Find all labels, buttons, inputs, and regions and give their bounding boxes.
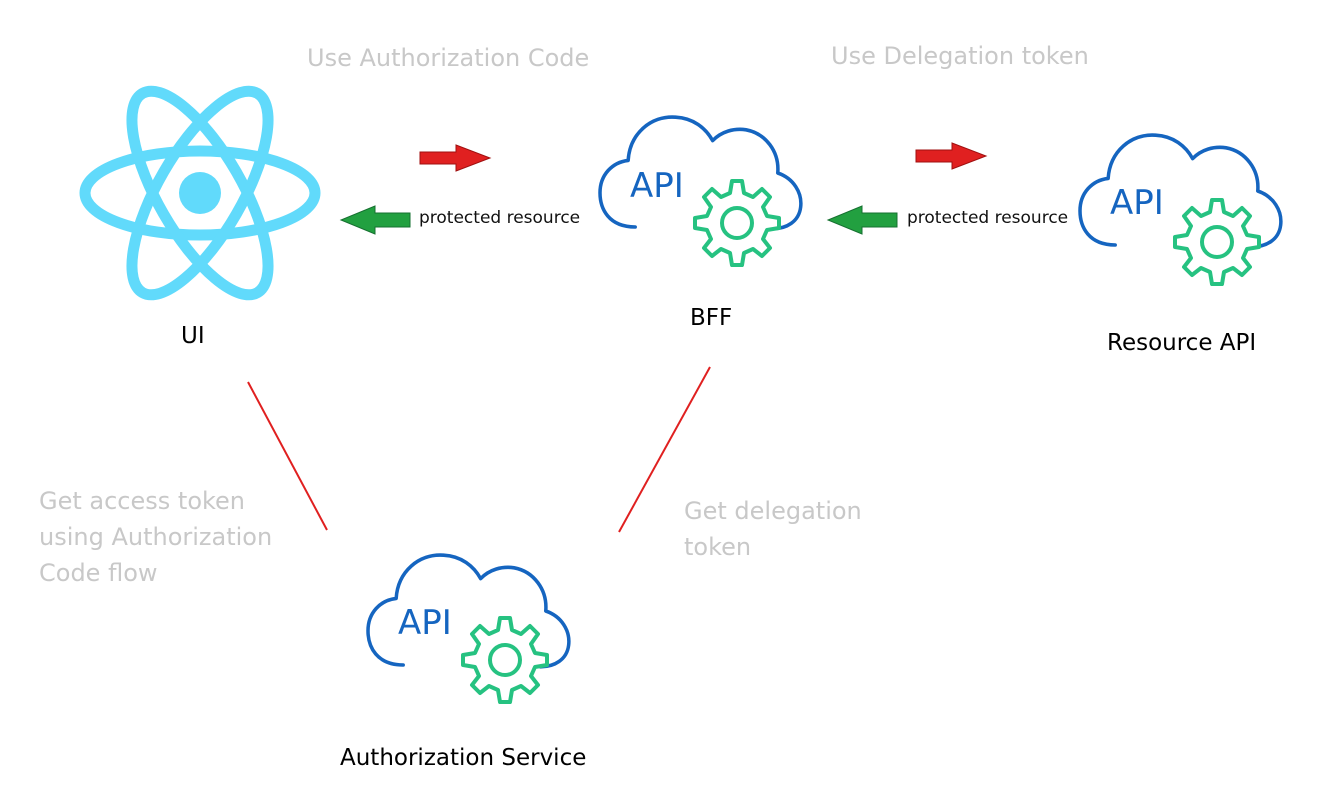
bff-cloud-api-icon: API — [598, 115, 803, 267]
auth-api-text: API — [398, 603, 452, 643]
ui-to-auth-label-line-1: Get access token — [39, 487, 246, 515]
bff-to-auth-label-line-1: Get delegation — [684, 497, 862, 525]
ui-node-label: UI — [181, 323, 205, 349]
ui-to-auth-connector — [247, 381, 328, 531]
auth-service-cloud-icon: API — [366, 553, 571, 704]
ui-react-icon — [79, 85, 321, 301]
resource-api-cloud-icon: API — [1078, 133, 1283, 286]
resource-to-bff-return-label: protected resource — [907, 208, 1069, 228]
resource-to-bff-response-arrow — [826, 205, 898, 235]
bff-to-resource-edge-label: Use Delegation token — [831, 42, 1089, 70]
ui-to-auth-label-line-3: Code flow — [39, 559, 158, 587]
bff-node-label: BFF — [690, 305, 733, 331]
ui-to-bff-edge-label: Use Authorization Code — [307, 44, 590, 72]
bff-to-auth-label-line-2: token — [684, 533, 752, 561]
ui-to-bff-request-arrow — [419, 144, 492, 172]
bff-to-resource-request-arrow — [915, 142, 988, 170]
auth-service-node-label: Authorization Service — [340, 745, 587, 771]
resource-api-node-label: Resource API — [1107, 330, 1257, 356]
resource-api-text: API — [1110, 183, 1164, 223]
ui-to-auth-label-line-2: using Authorization — [39, 523, 273, 551]
bff-to-auth-connector — [618, 366, 711, 533]
bff-api-text: API — [630, 166, 684, 206]
bff-to-ui-response-arrow — [339, 205, 411, 235]
bff-to-ui-return-label: protected resource — [419, 208, 581, 228]
